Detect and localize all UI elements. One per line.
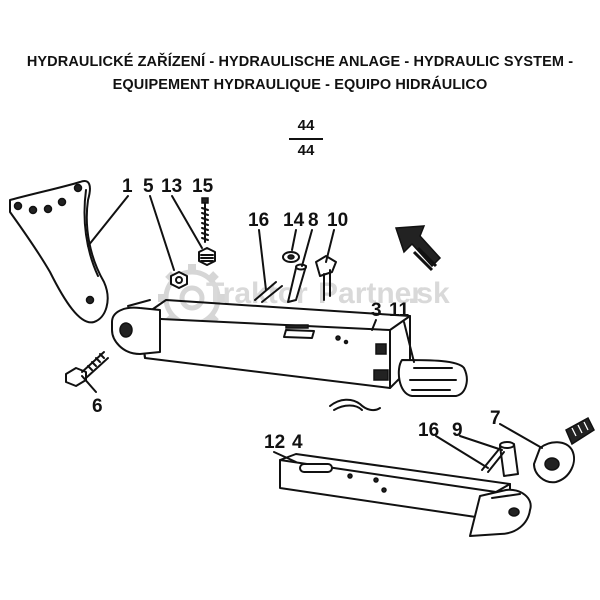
part-spring-clip (329, 398, 381, 412)
part-bolt-15 (201, 197, 209, 243)
part-lower-arm-4 (279, 453, 532, 537)
part-grip-11 (397, 359, 468, 397)
leader-lines (81, 195, 543, 469)
part-main-tube-3 (111, 299, 411, 389)
part-pin-9 (499, 441, 519, 477)
page-number-top: 44 (297, 117, 315, 134)
callout-13: 13 (161, 176, 182, 197)
callout-labels: 1 5 13 15 16 14 8 10 3 11 6 7 12 4 16 9 (92, 176, 501, 453)
callout-5: 5 (143, 176, 154, 197)
callout-14: 14 (283, 210, 305, 231)
callout-1: 1 (122, 176, 133, 197)
callout-12: 12 (264, 432, 285, 453)
diagram-title-line-2: EQUIPEMENT HYDRAULIQUE - EQUIPO HIDRÁULI… (112, 77, 488, 93)
callout-4: 4 (292, 432, 303, 453)
callout-11: 11 (389, 300, 410, 321)
page-number-bottom: 44 (297, 142, 315, 159)
part-bracket-plate (9, 180, 109, 324)
page-number-divider (289, 138, 323, 140)
part-nut-13 (198, 247, 216, 266)
callout-8: 8 (308, 210, 319, 231)
callout-6: 6 (92, 396, 103, 417)
callout-3: 3 (371, 300, 382, 321)
part-ball-joint-7 (533, 416, 595, 484)
part-nut-5 (170, 271, 188, 289)
callout-10: 10 (327, 210, 348, 231)
callout-16b: 16 (418, 420, 439, 441)
callout-7: 7 (490, 408, 501, 429)
part-cotter-pin-16a (254, 281, 283, 303)
watermark-brand-b: Partner (318, 277, 423, 310)
callout-15: 15 (192, 176, 214, 197)
diagram-title-line-1: HYDRAULICKÉ ZAŘÍZENÍ - HYDRAULISCHE ANLA… (26, 54, 574, 70)
direction-arrow-icon (394, 225, 442, 272)
callout-9: 9 (452, 420, 463, 441)
part-washer-14 (282, 251, 300, 263)
watermark-suffix: .sk (408, 277, 450, 310)
callout-16a: 16 (248, 210, 269, 231)
part-hook-pin-10 (315, 255, 337, 301)
